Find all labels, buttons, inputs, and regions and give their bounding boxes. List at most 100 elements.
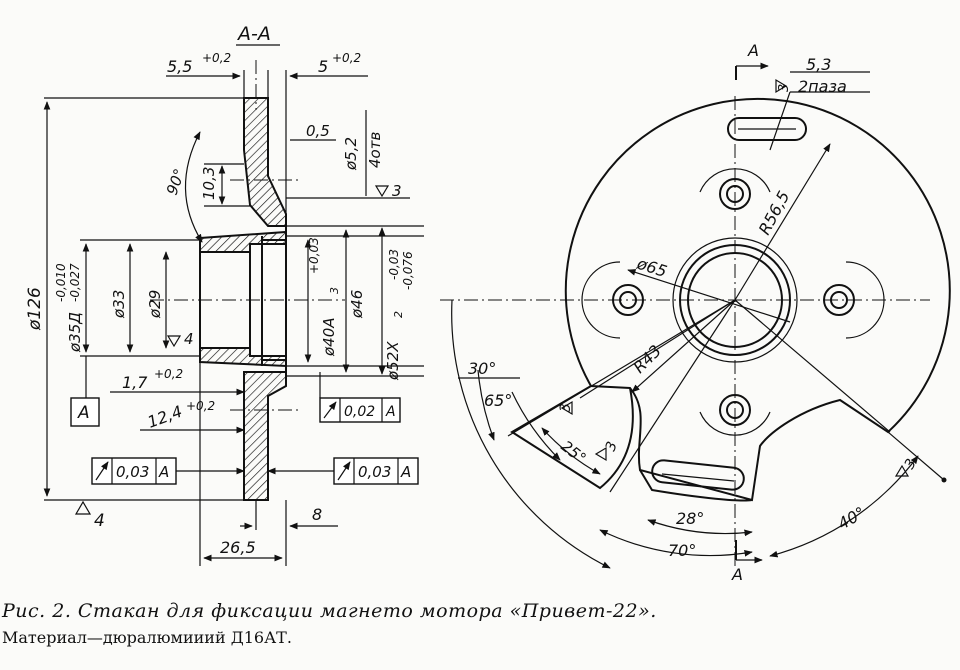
dim-d52-sub: 2 <box>392 311 405 318</box>
dim-d40: ø40А <box>320 317 338 357</box>
roughness-triangle <box>74 500 92 515</box>
dim-d35-tol-low: -0,027 <box>68 263 82 302</box>
runout-mid-datum: A <box>385 404 396 420</box>
angle-arc-big <box>451 299 611 569</box>
pitch-arc <box>845 261 885 339</box>
dim-d46: ø46 <box>348 290 366 319</box>
slot-top <box>727 117 807 141</box>
dim-slot: 5,3 <box>806 55 831 74</box>
pitch-arc <box>699 411 771 436</box>
technical-drawing: A-A ø126 ø35Д -0,010 -0,027 ø33 ø29 <box>25 23 951 584</box>
rough-4-bottom: 4 <box>94 511 105 531</box>
datum-a-label: A <box>77 403 90 423</box>
roughness-symbol <box>594 446 607 462</box>
angle-arc-25 <box>541 427 601 475</box>
section-view: A-A ø126 ø35Д -0,010 -0,027 ø33 ø29 <box>25 23 424 566</box>
hub-inner-ring <box>687 252 783 348</box>
bolt-hole-top <box>719 178 751 210</box>
roughness-symbol <box>374 185 390 198</box>
dim-d52-tol-low: -0,076 <box>401 251 415 290</box>
dim-slot-count: 2паза <box>798 77 847 96</box>
outer-contour <box>564 97 951 502</box>
dim-d29: ø29 <box>146 290 164 319</box>
rough-4: 4 <box>184 330 194 348</box>
runout-right-datum: A <box>400 463 411 481</box>
dim-arc-90 <box>184 131 203 243</box>
datum-a-box <box>70 397 100 427</box>
rough-3-a: 3 <box>558 403 574 412</box>
dim-a30: 30° <box>468 359 496 378</box>
figure-caption: Рис. 2. Стакан для фиксации магнето мото… <box>2 600 942 647</box>
cutout-left <box>510 385 634 490</box>
dim-a65: 65° <box>484 391 512 410</box>
dim-d65: ø65 <box>634 253 670 281</box>
flange-upper <box>243 97 287 227</box>
front-view: R56,5 ø65 R43 30° 65° 25° 3 3 3 <box>440 41 951 584</box>
dim-r43: R43 <box>629 341 665 377</box>
dim-d33: ø33 <box>110 290 128 319</box>
dim-a70: 70° <box>668 541 696 560</box>
dim-d35-tol-up: -0,010 <box>54 263 68 302</box>
dim-w5: 5 <box>318 57 328 76</box>
angle-ray <box>579 299 736 399</box>
roughness-symbol <box>775 78 788 94</box>
dim-d40-sub: 3 <box>328 287 341 294</box>
hub-outer-ring <box>679 244 791 356</box>
pitch-arc <box>699 168 771 193</box>
angle-arc-40 <box>769 455 919 558</box>
runout-arrow-icon <box>95 461 109 481</box>
slot-bottom <box>651 459 745 491</box>
leader-dot <box>941 477 947 483</box>
dim-l26-5: 26,5 <box>220 538 256 557</box>
angle-ray <box>734 299 891 433</box>
hub-chamfer <box>672 237 798 363</box>
dim-a28: 28° <box>676 509 704 528</box>
leader <box>887 431 945 481</box>
dim-w5-5-tol: +0,2 <box>202 51 231 65</box>
flange-lower <box>243 371 287 501</box>
dim-d52-tol-up: -0,03 <box>387 249 401 280</box>
rough-3: 3 <box>392 182 402 200</box>
angle-arc-65 <box>511 391 561 461</box>
bolt-hole-right <box>823 284 855 316</box>
slot-leader <box>769 91 791 151</box>
bolt-hole-bottom <box>719 394 751 426</box>
radius-56-5-line <box>734 143 831 301</box>
dim-w5-5: 5,5 <box>167 57 192 76</box>
slot-axis <box>661 473 735 482</box>
roughness-symbol <box>166 335 182 348</box>
caption-material: Материал—дюралюмииий Д16АТ. <box>2 628 292 647</box>
dim-a40: 40° <box>835 503 869 534</box>
runout-mid-value: 0,02 <box>344 404 375 420</box>
section-a-top: A <box>747 41 759 60</box>
dim-d5-2: ø5,2 <box>342 137 360 171</box>
pitch-arc <box>581 261 621 339</box>
radius-43-line <box>631 299 736 393</box>
dim-d40-tol: +0,03 <box>307 237 321 274</box>
angle-arc-70 <box>599 529 753 557</box>
dim-holes: 4отв <box>366 132 384 168</box>
dim-d52: ø52Х <box>384 341 402 381</box>
angle-arc-30 <box>477 369 495 441</box>
runout-arrow-icon <box>337 461 351 481</box>
roughness-symbol <box>560 400 573 416</box>
angle-ray <box>609 299 736 493</box>
dia-65-line <box>627 269 791 323</box>
dim-l8: 8 <box>312 505 322 524</box>
hub-upper <box>199 230 287 253</box>
runout-right-value: 0,03 <box>358 463 391 481</box>
dim-d126: ø126 <box>25 287 45 331</box>
runout-left-value: 0,03 <box>116 463 149 481</box>
dim-w5-tol: +0,2 <box>332 51 361 65</box>
dim-h10-3: 10,3 <box>200 167 218 200</box>
dim-d35: ø35Д <box>66 312 84 353</box>
rough-3-slot: 3 <box>777 84 792 92</box>
angle-ray <box>507 299 736 437</box>
dim-l12-4: 12,4 <box>145 402 185 432</box>
dim-l1-7-tol: +0,2 <box>154 367 183 381</box>
dim-l1-7: 1,7 <box>122 373 148 392</box>
dim-d05: 0,5 <box>306 122 330 140</box>
section-title: A-A <box>236 23 271 45</box>
dim-a90: 90° <box>163 166 189 197</box>
